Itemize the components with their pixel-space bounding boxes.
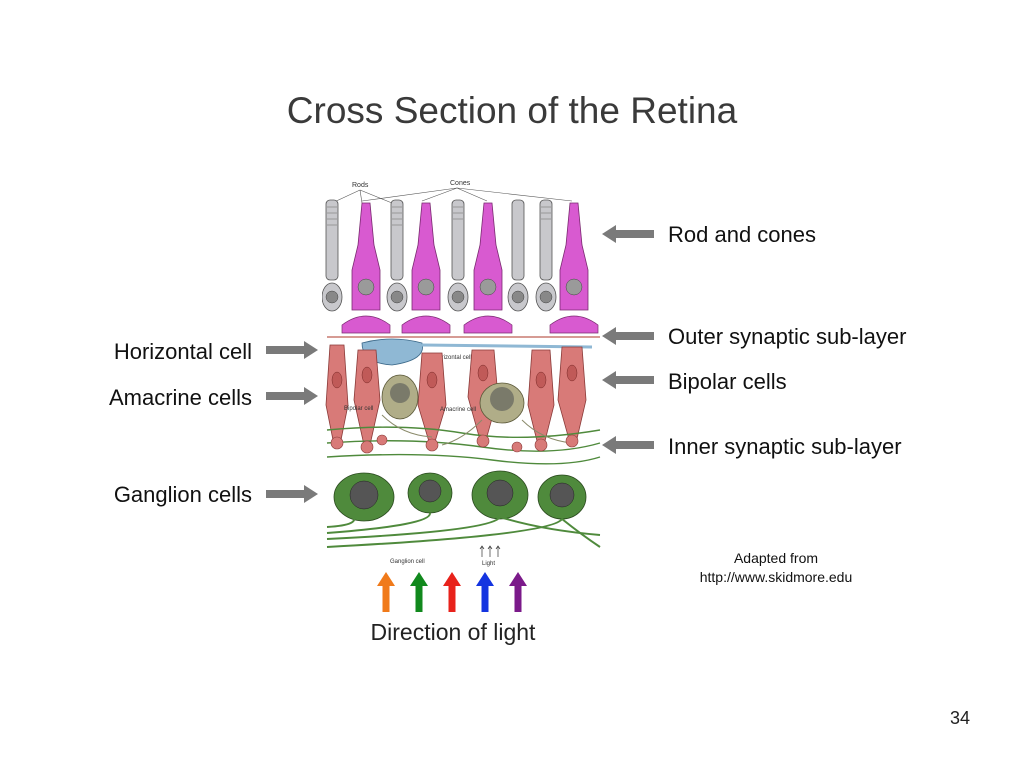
diagram-label-horizontal: Horizontal cell (434, 355, 472, 361)
page-number: 34 (949, 708, 970, 728)
rods-group (322, 199, 557, 312)
ganglion-cells-group (326, 470, 601, 548)
bipolar-cells-group (325, 344, 587, 446)
label-amacrine-cells: Amacrine cells (108, 385, 252, 410)
direction-of-light-arrows (377, 572, 527, 612)
retina-diagram: Rods Cones (322, 180, 601, 567)
label-outer-synaptic: Outer synaptic sub-layer (668, 324, 907, 349)
arrow-horizontal (266, 341, 318, 359)
diagram-label-ganglion: Ganglion cell (390, 559, 425, 565)
label-ganglion-cells: Ganglion cells (113, 482, 252, 507)
label-bipolar-cells: Bipolar cells (668, 369, 787, 394)
light-arrow-2 (410, 572, 428, 612)
arrow-rods-cones (602, 225, 654, 243)
diagram-label-rods: Rods (352, 182, 369, 189)
label-horizontal-cell: Horizontal cell (113, 339, 252, 364)
arrow-outer-synaptic (602, 327, 654, 345)
light-arrow-5 (509, 572, 527, 612)
label-direction-of-light: Direction of light (370, 619, 536, 645)
label-inner-synaptic: Inner synaptic sub-layer (668, 434, 902, 459)
diagram-label-bipolar: Bipolar cell (344, 406, 373, 412)
label-rod-and-cones: Rod and cones (668, 222, 816, 247)
light-arrow-1 (377, 572, 395, 612)
credit-line-2: http://www.skidmore.edu (699, 569, 853, 585)
light-arrow-4 (476, 572, 494, 612)
amacrine-cells-group: Amacrine cell (381, 374, 525, 424)
light-arrow-3 (443, 572, 461, 612)
diagram-label-amacrine: Amacrine cell (440, 407, 476, 413)
arrow-bipolar (602, 371, 654, 389)
arrow-ganglion (266, 485, 318, 503)
diagram-label-cones: Cones (450, 180, 471, 187)
credit-line-1: Adapted from (733, 550, 819, 566)
arrow-amacrine (266, 387, 318, 405)
diagram-label-light: Light (482, 561, 495, 567)
slide-title: Cross Section of the Retina (286, 90, 738, 131)
arrow-inner-synaptic (602, 436, 654, 454)
